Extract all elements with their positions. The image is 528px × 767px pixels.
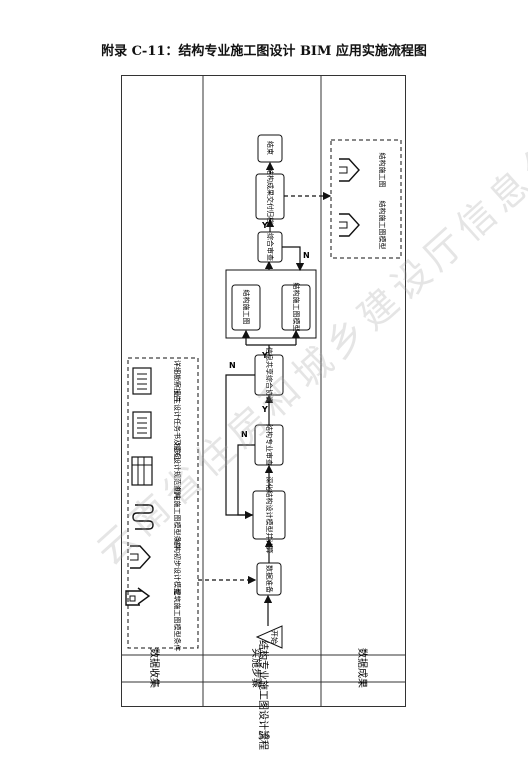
input-struct-prelim: 结构初步设计模型 (173, 539, 182, 595)
start-node (255, 625, 283, 649)
coord-yes-label: Y (261, 351, 268, 360)
check-yes-label: Y (261, 221, 268, 230)
lane-label-collect: 数据收集 (148, 648, 161, 688)
input-owner-docs: 业主设计任务书及意见 (173, 390, 182, 460)
owner-document-icon (132, 411, 152, 439)
model-output-icon (339, 213, 360, 237)
review-yes-label: Y (261, 405, 268, 414)
drawing-node (231, 284, 261, 331)
drawing-label: 结构施工图 (242, 290, 251, 325)
archive-label: 结构成果交付归档 (266, 168, 275, 224)
review-label: 结构专业审查 (265, 424, 274, 466)
flow-title-label: 结构专业施工图设计流程 (257, 640, 270, 750)
lane-label-steps: 实施步骤 (250, 648, 263, 688)
page-number: 56 (258, 728, 270, 742)
end-node (257, 134, 283, 163)
prep-label: 数据准备 (265, 565, 274, 593)
start-label: 开始 (270, 630, 279, 644)
input-group-box (127, 357, 199, 649)
coord-no-label: N (229, 361, 236, 370)
review-no-loop (237, 444, 255, 520)
output-group-box (330, 139, 402, 259)
drawing-model-label: 结构施工图模型 (292, 283, 301, 332)
house-icon (125, 587, 151, 606)
output-model: 结构施工图模型 (378, 201, 387, 250)
lane-label-results: 数据成果 (356, 648, 369, 688)
input-mep-model: 机电施工图模型条件 (173, 487, 182, 550)
input-arch-model: 建筑施工图模型条件 (173, 589, 182, 652)
drawing-output-icon (339, 158, 360, 182)
deepen-label: 深化结构设计模型并计算 (265, 477, 274, 554)
end-label: 结束 (266, 141, 275, 155)
input-spec-docs: 相关设计规范资料 (173, 443, 182, 499)
check-no-label: N (303, 251, 310, 260)
coord-label: 信息共享综合协调 (265, 347, 274, 403)
drawing-group-frame (225, 269, 317, 339)
check-label: 综合审查 (266, 233, 275, 261)
input-survey: 详细勘察报告 (173, 360, 182, 402)
pipe-icon (132, 504, 154, 530)
survey-document-icon (132, 367, 152, 395)
flowchart-frame (121, 75, 406, 707)
review-no-label: N (241, 430, 248, 439)
coord-no-loop (225, 374, 255, 516)
drawing-model-node (281, 284, 311, 331)
check-no-loop (282, 246, 305, 272)
page-title: 附录 C-11：结构专业施工图设计 BIM 应用实施流程图 (101, 44, 427, 59)
structure-icon (130, 545, 151, 569)
spec-document-icon (131, 456, 153, 486)
output-drawing: 结构施工图 (378, 153, 387, 188)
